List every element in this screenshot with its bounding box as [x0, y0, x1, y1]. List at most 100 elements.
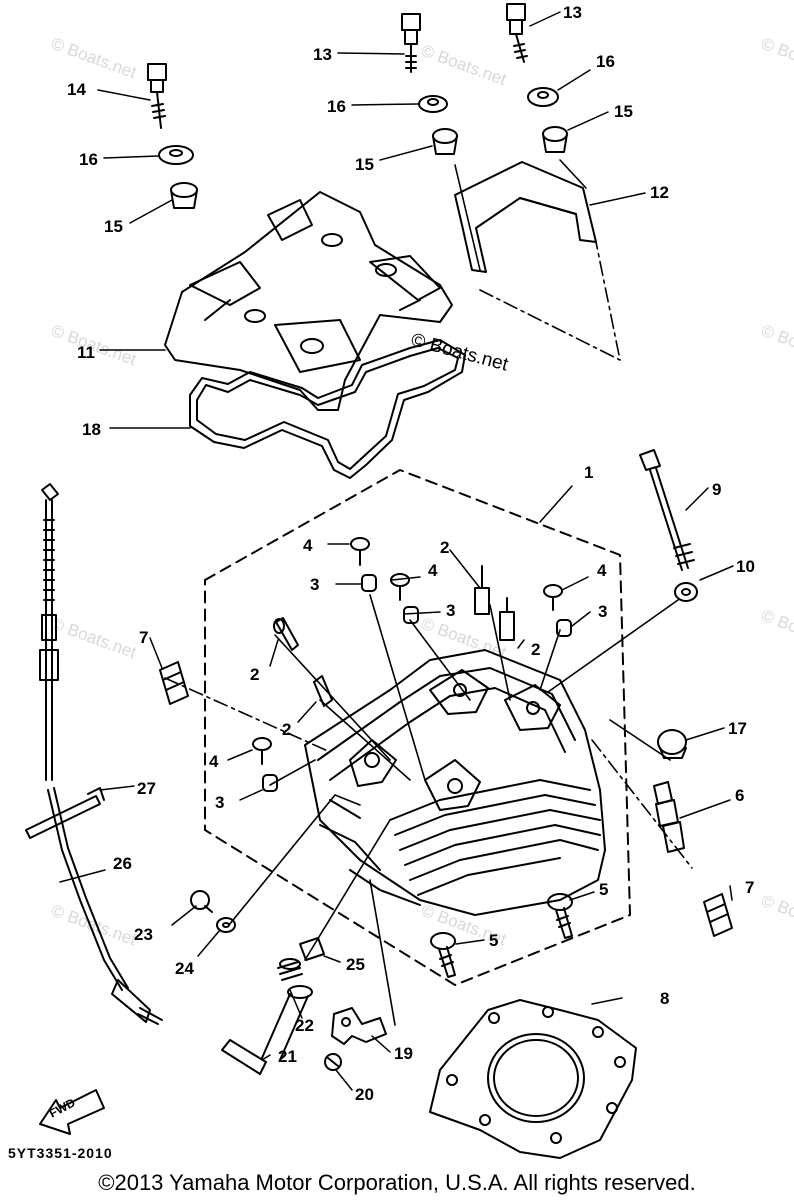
- watermark: © Boats.net: [49, 614, 139, 662]
- cylinder-head: [304, 649, 606, 916]
- plug-23: [190, 890, 213, 913]
- washer-16: [418, 95, 448, 113]
- clip-3: [361, 574, 377, 592]
- clip-3: [262, 774, 278, 792]
- valve-guide-2: [499, 597, 515, 641]
- callout-20: 20: [355, 1085, 374, 1104]
- valve-guide-2: [474, 565, 490, 615]
- callout-16: 16: [596, 52, 615, 71]
- washer-16: [158, 145, 194, 165]
- callout-3: 3: [215, 793, 224, 812]
- washer-10: [674, 582, 698, 602]
- callout-7: 7: [745, 878, 754, 897]
- tube-27: [25, 787, 105, 839]
- callout-10: 10: [736, 557, 755, 576]
- callout-19: 19: [394, 1044, 413, 1063]
- callout-13: 13: [313, 45, 332, 64]
- watermark: © Boats.net: [49, 901, 139, 949]
- callout-26: 26: [113, 854, 132, 873]
- callout-16: 16: [327, 97, 346, 116]
- dowel-pin-7: [159, 661, 189, 705]
- bolt-13-right: [506, 3, 528, 63]
- bolt-5: [547, 893, 573, 939]
- callout-1: 1: [584, 463, 593, 482]
- spring-22: [277, 958, 303, 981]
- callout-14: 14: [67, 80, 86, 99]
- pin-25: [299, 937, 325, 961]
- callout-4: 4: [428, 561, 438, 580]
- callout-3: 3: [310, 575, 319, 594]
- bolt-13-left: [401, 13, 421, 73]
- callout-15: 15: [355, 155, 374, 174]
- copyright-text: ©2013 Yamaha Motor Corporation, U.S.A. A…: [98, 1170, 696, 1195]
- grommet-15: [170, 182, 198, 209]
- callout-17: 17: [728, 719, 747, 738]
- callout-2: 2: [440, 538, 449, 557]
- clip-3: [556, 619, 572, 637]
- callout-16: 16: [79, 150, 98, 169]
- callout-5: 5: [489, 931, 498, 950]
- head-cover-11: [164, 191, 453, 411]
- callout-6: 6: [735, 786, 744, 805]
- callout-12: 12: [650, 183, 669, 202]
- screw-20: [324, 1053, 342, 1071]
- cap-17: [657, 729, 687, 759]
- callout-9: 9: [712, 480, 721, 499]
- valve-guide-2: [313, 675, 333, 707]
- callout-numbers: 13 13 14 16 16 16 15 15 15 12 11 18 1 9 …: [67, 3, 755, 1104]
- callout-11: 11: [77, 343, 95, 362]
- callout-leaders: [59, 11, 734, 1091]
- fwd-arrow: [39, 1089, 105, 1135]
- bolt-4: [350, 537, 370, 566]
- bracket-19: [331, 1007, 387, 1045]
- watermark: © Boats.net: [759, 321, 794, 369]
- callout-21: 21: [278, 1047, 297, 1066]
- watermark: © Boats.net: [49, 34, 139, 82]
- washer-16: [527, 87, 559, 107]
- assembly-outline: [204, 469, 631, 986]
- diagram-code: 5YT3351-2010: [8, 1145, 113, 1161]
- shaft-21: [221, 985, 313, 1075]
- watermark: © Boats.net: [419, 41, 509, 89]
- callout-4: 4: [209, 752, 219, 771]
- watermark: © Boats.net: [759, 34, 794, 82]
- grommet-15: [542, 126, 568, 153]
- callout-15: 15: [614, 102, 633, 121]
- cover-12: [454, 161, 597, 273]
- valve-guide-2: [273, 617, 299, 651]
- callout-5: 5: [599, 880, 608, 899]
- watermark: © Boats.net: [759, 606, 794, 654]
- cable-26: [39, 483, 163, 1025]
- callout-15: 15: [104, 217, 123, 236]
- bolt-4: [543, 584, 563, 611]
- callout-27: 27: [137, 779, 156, 798]
- gasket-18: [189, 339, 466, 479]
- callout-4: 4: [303, 536, 313, 555]
- watermark-layer: © Boats.net © Boats.net © Boats.net © Bo…: [49, 34, 794, 949]
- callout-13: 13: [563, 3, 582, 22]
- callout-2: 2: [531, 640, 540, 659]
- callout-18: 18: [82, 420, 101, 439]
- washer-24: [216, 917, 236, 933]
- callout-2: 2: [250, 665, 259, 684]
- bolt-5: [430, 932, 456, 978]
- callout-24: 24: [175, 959, 194, 978]
- gasket-8: [429, 999, 637, 1159]
- spark-plug-6: [653, 781, 685, 853]
- grommet-15: [432, 128, 458, 155]
- dowel-pin-7: [703, 893, 733, 937]
- callout-3: 3: [446, 601, 455, 620]
- bolt-4: [390, 573, 410, 601]
- callout-8: 8: [660, 989, 669, 1008]
- callout-4: 4: [597, 561, 607, 580]
- clip-3: [403, 606, 419, 624]
- callout-2: 2: [282, 720, 291, 739]
- bolt-14: [147, 63, 167, 129]
- leader-lines: [164, 159, 693, 1026]
- callout-22: 22: [295, 1016, 314, 1035]
- callout-3: 3: [598, 602, 607, 621]
- callout-25: 25: [346, 955, 365, 974]
- stud-bolt-9: [639, 449, 695, 571]
- bolt-4: [252, 737, 272, 765]
